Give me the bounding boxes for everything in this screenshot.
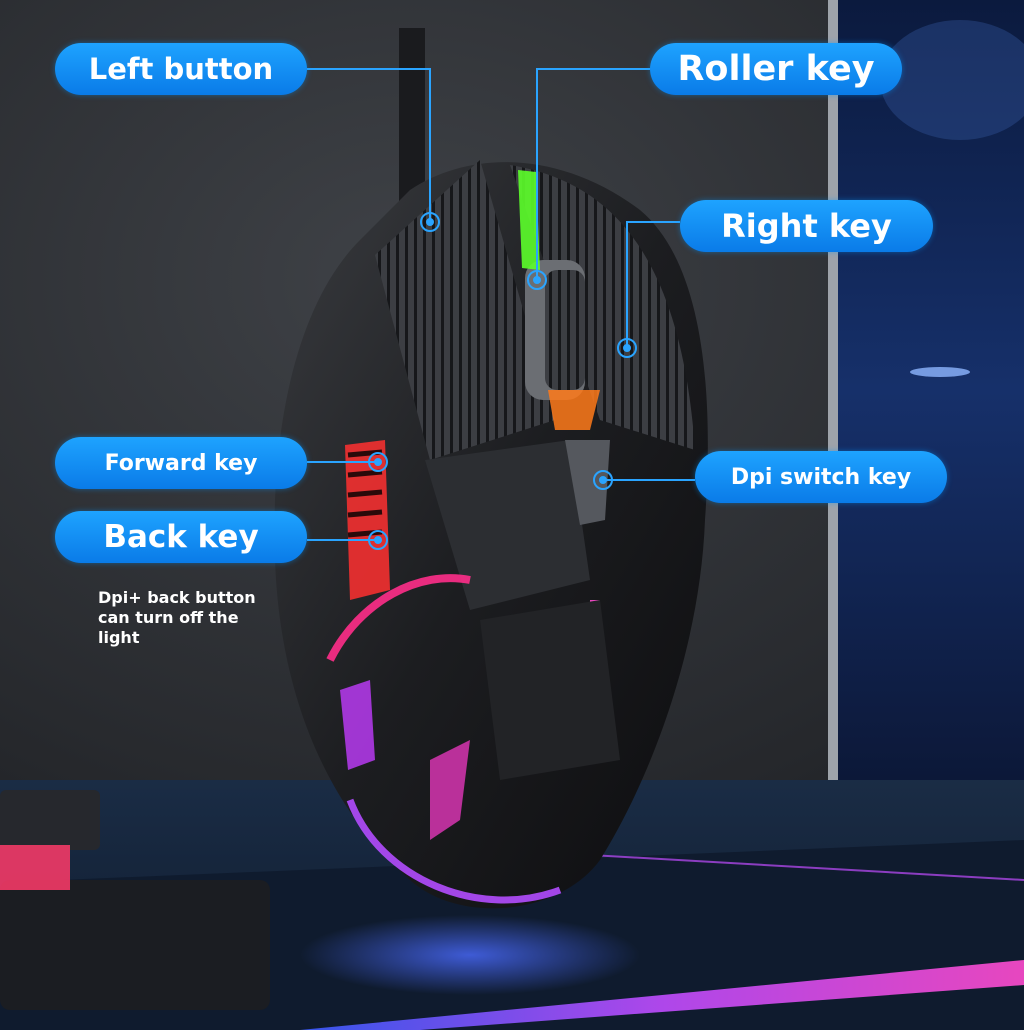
dpi-light-note: Dpi+ back button can turn off the light: [98, 588, 256, 647]
dpi-switch-key-label: Dpi switch key: [695, 451, 947, 503]
roller-key-label: Roller key: [650, 43, 902, 95]
gaming-mouse: [274, 160, 708, 909]
dpi-button: [565, 440, 610, 525]
side-rgb-light: [345, 440, 390, 600]
left-button-shell: [375, 160, 555, 460]
right-button-shell: [510, 165, 695, 450]
wheel-rgb-light: [518, 170, 540, 270]
forward-key-label: Forward key: [55, 437, 307, 489]
left-button-label: Left button: [55, 43, 307, 95]
keyboard: [0, 790, 270, 1010]
mousepad-rgb-edge: [300, 960, 1024, 1030]
callout-target-markers: [368, 212, 637, 550]
mouse-underglow: [300, 915, 640, 995]
laptop: [828, 0, 1024, 830]
right-key-label: Right key: [680, 200, 933, 252]
back-key-label: Back key: [55, 511, 307, 563]
callout-leader-lines: [307, 68, 695, 541]
